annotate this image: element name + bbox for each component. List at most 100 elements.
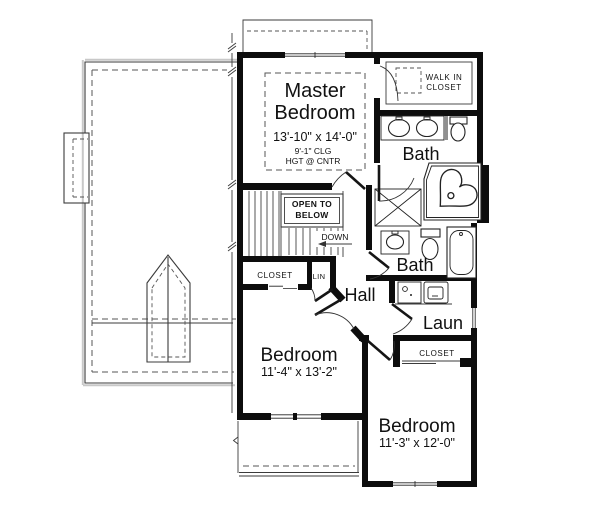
bedroom2-dims: 11'-4" x 13'-2" xyxy=(261,365,337,379)
closet-bifold-lines xyxy=(269,285,297,289)
break-mark xyxy=(227,42,237,53)
doors xyxy=(310,65,415,361)
dryer-door xyxy=(427,286,444,300)
hall-label: Hall xyxy=(344,285,375,305)
shower-enclosure xyxy=(374,188,422,227)
chimney xyxy=(63,132,90,204)
toilet1-bowl xyxy=(450,122,466,142)
windows xyxy=(268,52,477,487)
bath2-sink-faucet xyxy=(391,230,399,235)
sink-left-faucet xyxy=(395,116,403,121)
bath2-tub-faucet xyxy=(459,232,463,236)
window-gap xyxy=(471,308,477,328)
master-bedroom-ceiling-line1: 9'-1" CLG xyxy=(295,146,332,156)
master-bath-door xyxy=(377,165,415,202)
window-gap xyxy=(271,413,293,420)
bath2-tub-inner xyxy=(449,230,474,275)
walk-in-closet-outline xyxy=(385,61,473,105)
wall-linen-right xyxy=(330,256,336,288)
wall-right-lower xyxy=(471,223,477,481)
master-bedroom-door xyxy=(331,171,366,190)
open-to-below-box xyxy=(280,193,344,228)
corner-tub-platform-inner xyxy=(426,165,479,218)
hall-closet-bifold-opening xyxy=(268,284,298,290)
door-leaf xyxy=(314,297,343,317)
door-swing-arc xyxy=(310,287,316,302)
master-bedroom-dashed-box xyxy=(264,72,366,171)
door-swing-arc xyxy=(392,318,413,335)
bedroom2-door xyxy=(314,297,355,330)
tub-drain xyxy=(447,191,455,200)
vanity-toilet-divider xyxy=(444,116,448,140)
window-laundry-right xyxy=(471,308,477,328)
wall-vestibule-east xyxy=(366,185,372,250)
walk-in-closet-label-line1: WALK IN xyxy=(426,73,463,82)
window-glazing xyxy=(271,414,293,419)
open-to-below-label-line1: OPEN TO xyxy=(292,199,332,209)
bath2-sink xyxy=(385,234,405,250)
chimney-dashed-inner xyxy=(72,138,88,198)
break-mark xyxy=(227,241,237,252)
door-leaf xyxy=(391,302,413,321)
break-mark-bg xyxy=(227,242,237,252)
roof-gable-dashed-inner xyxy=(151,263,186,358)
down-arrow-head xyxy=(318,241,326,247)
toilet2-bowl xyxy=(421,237,439,261)
bedroom3-door xyxy=(367,340,395,361)
wall-closet3-top xyxy=(393,335,477,341)
wall-master-south xyxy=(237,183,332,190)
wall-bath2-laundry-divider xyxy=(366,275,477,281)
sink-right xyxy=(415,118,439,138)
open-to-below-label-line2: BELOW xyxy=(295,210,329,220)
fixtures xyxy=(374,61,482,364)
washer-dot xyxy=(410,294,412,296)
door-swing-arc xyxy=(314,312,355,330)
break-mark-bg xyxy=(227,180,237,190)
bedroom3-dims: 11'-3" x 12'-0" xyxy=(379,436,455,450)
bedroom3-label: Bedroom xyxy=(378,416,455,437)
wall-laundry-bottom-left xyxy=(359,335,369,341)
window-glazing xyxy=(472,308,476,328)
window-bedroom2-left xyxy=(271,413,293,420)
closet-opening-gap xyxy=(268,284,298,290)
window-bedroom2-right xyxy=(297,413,321,420)
window-gap xyxy=(297,413,321,420)
linen-closet-label: LIN xyxy=(313,272,326,281)
break-mark-bg xyxy=(227,43,237,53)
bedroom2-label: Bedroom xyxy=(260,345,337,366)
wall-closet-linen-divider xyxy=(307,262,312,286)
top-overhang xyxy=(242,19,373,52)
hall-closet-label: CLOSET xyxy=(257,271,293,280)
sink-right-faucet xyxy=(423,116,431,121)
washer-dial xyxy=(402,286,408,292)
lower-roof-deck xyxy=(232,421,359,477)
wall-laundry-west xyxy=(389,281,395,303)
corner-tub-platform xyxy=(423,162,482,221)
bedroom3-closet-label: CLOSET xyxy=(419,349,455,358)
window-glazing xyxy=(393,481,437,487)
wall-closet-bath-divider xyxy=(380,110,483,116)
down-label: DOWN xyxy=(322,232,349,242)
sink-left xyxy=(387,118,411,138)
roof-gable-arrow xyxy=(146,254,191,363)
master-bedroom-dims: 13'-10" x 14'-0" xyxy=(273,130,357,144)
overhang-dashed xyxy=(247,30,368,50)
labels: Master Bedroom 13'-10" x 14'-0" 9'-1" CL… xyxy=(257,73,463,450)
window-bedroom3-bottom xyxy=(393,481,437,487)
laundry-door xyxy=(391,302,413,335)
shower xyxy=(374,188,422,227)
stairs: OPEN TO BELOW DOWN xyxy=(248,191,354,257)
door-leaf xyxy=(314,287,334,303)
door-leaf xyxy=(368,250,390,270)
window-master-top xyxy=(285,52,345,58)
overhang-outline xyxy=(242,19,373,52)
master-bedroom-label-line1: Master xyxy=(284,80,345,102)
stair-treads-left-run xyxy=(248,191,280,256)
walk-in-closet-label-line2: CLOSET xyxy=(426,83,462,92)
roof-outline-upper xyxy=(84,61,240,133)
wall-master-east-lower xyxy=(374,98,380,163)
hall-bath-label: Bath xyxy=(396,255,433,275)
wall-master-east-upper xyxy=(374,52,380,64)
roof-dashed-inset xyxy=(91,69,236,373)
